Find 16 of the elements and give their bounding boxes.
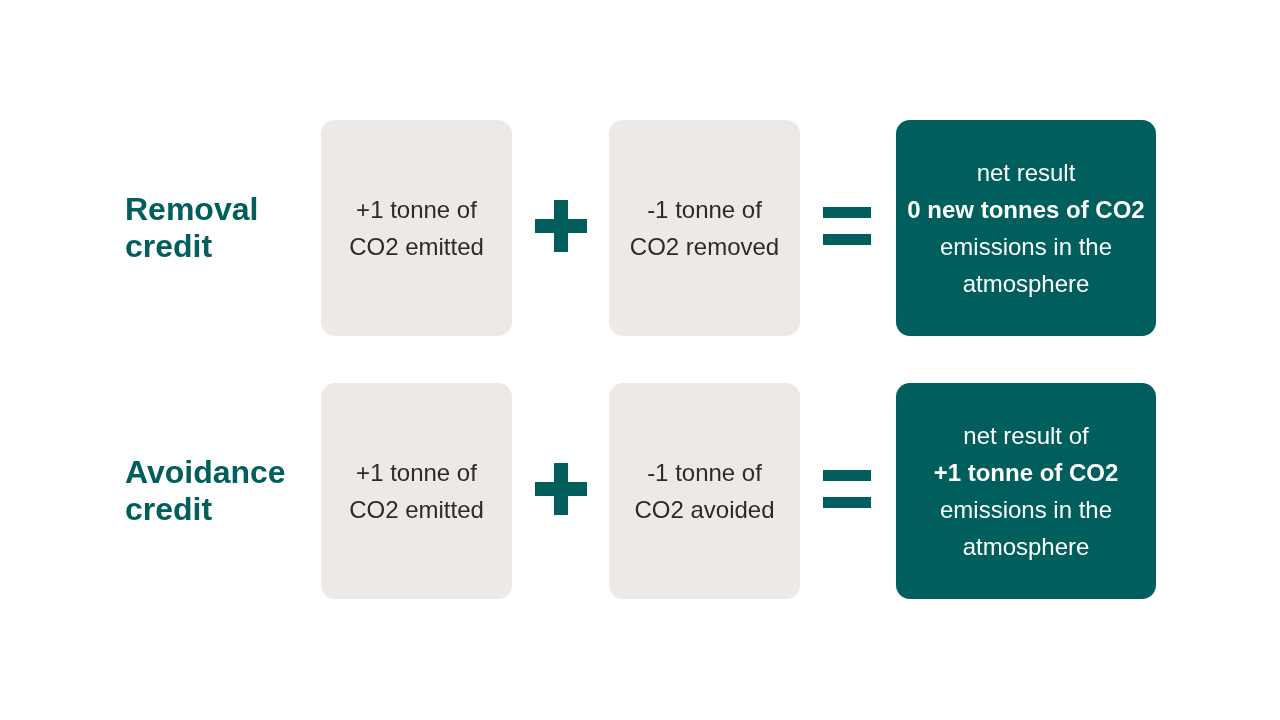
row-label: Avoidance credit bbox=[125, 454, 287, 528]
box-text: -1 tonne of CO2 removed bbox=[628, 195, 781, 262]
box-text: net result bbox=[975, 158, 1077, 188]
result-box bbox=[896, 383, 1156, 599]
term-box bbox=[609, 120, 800, 336]
row-label: Removal credit bbox=[125, 191, 260, 265]
box-text: +1 tonne of CO2 emitted bbox=[348, 195, 485, 262]
result-box bbox=[896, 120, 1156, 336]
term-box bbox=[321, 120, 512, 336]
box-text: +1 tonne of CO2 emitted bbox=[348, 458, 485, 525]
box-text: +1 tonne of CO2 emissions in the atmosphere bbox=[932, 458, 1120, 562]
box-text: -1 tonne of CO2 avoided bbox=[633, 458, 776, 525]
term-box bbox=[609, 383, 800, 599]
term-box bbox=[321, 383, 512, 599]
box-text: 0 new tonnes of CO2 emissions in the atmosphere bbox=[906, 195, 1146, 299]
box-text: net result of bbox=[962, 421, 1090, 451]
